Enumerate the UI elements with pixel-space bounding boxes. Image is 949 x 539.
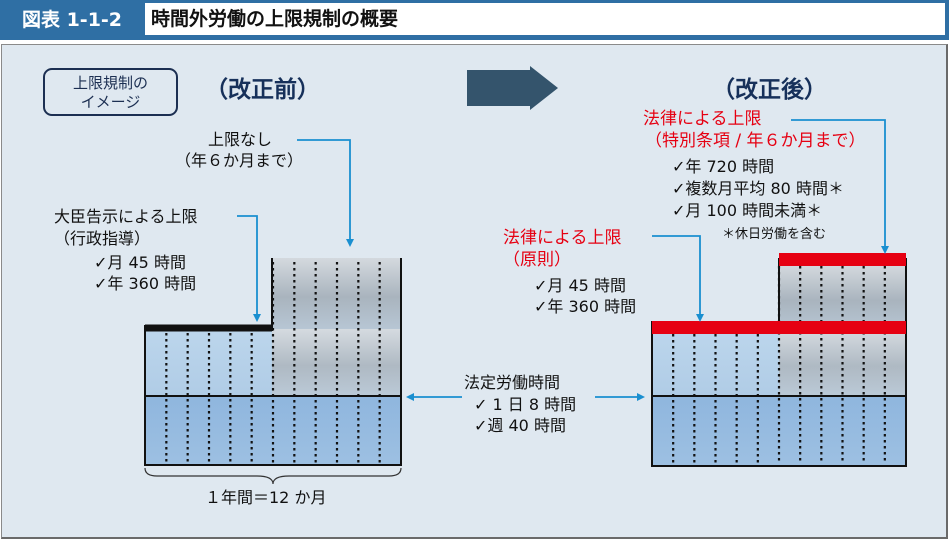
special-item-month: ✓月 100 時間未満＊: [672, 201, 823, 220]
after-chart: [651, 253, 907, 467]
principle-item-month: ✓月 45 時間: [534, 276, 626, 295]
principle-limit-label: 法律による上限: [503, 228, 622, 248]
legal-hours-day: ✓ 1 日 8 時間: [474, 395, 577, 414]
legend-line-2: イメージ: [80, 93, 141, 111]
after-heading: （改正後）: [712, 77, 827, 103]
minister-limit-label: 大臣告示による上限: [54, 207, 198, 226]
principle-item-year: ✓年 360 時間: [534, 297, 637, 316]
before-overtime-gray-lower: [272, 329, 401, 396]
legend-line-1: 上限規制の: [72, 74, 148, 92]
figure-label: 図表 1-1-2: [21, 9, 123, 31]
special-item-year: ✓年 720 時間: [672, 157, 775, 176]
arrow-special-connector: [791, 119, 889, 254]
holiday-note: ＊休日労働を含む: [722, 227, 827, 242]
year-label: １年間＝12 か月: [205, 488, 327, 507]
legal-hours-week: ✓週 40 時間: [474, 416, 566, 435]
special-limit-sub: （特別条項 / 年６か月まで）: [645, 131, 866, 151]
no-limit-sub: （年６か月まで）: [175, 151, 304, 170]
figure-header: 図表 1-1-2 時間外労働の上限規制の概要: [0, 0, 949, 40]
before-heading: （改正前）: [205, 77, 320, 103]
year-brace: [144, 467, 402, 485]
title-box: 時間外労働の上限規制の概要: [145, 3, 945, 35]
after-principle-limit-bar: [652, 321, 906, 334]
after-special-limit-bar: [779, 253, 906, 266]
special-item-avg: ✓複数月平均 80 時間＊: [672, 179, 844, 198]
arrow-minister-connector: [237, 215, 261, 322]
no-limit-label: 上限なし: [208, 130, 273, 149]
before-chart: [144, 258, 402, 485]
special-limit-label: 法律による上限: [643, 109, 762, 129]
minister-item-month: ✓月 45 時間: [94, 253, 186, 272]
minister-item-year: ✓年 360 時間: [94, 274, 197, 293]
arrow-principle-connector: [652, 235, 704, 322]
figure-title: 時間外労働の上限規制の概要: [151, 8, 399, 30]
arrow-no-limit-connector: [297, 139, 354, 247]
legend-box: 上限規制の イメージ: [43, 68, 178, 116]
big-right-arrow-icon: [467, 66, 558, 110]
legal-hours-title: 法定労働時間: [464, 373, 561, 392]
minister-limit-sub: （行政指導）: [54, 229, 151, 248]
after-principle-block: [652, 330, 779, 396]
principle-limit-sub: （原則）: [503, 250, 571, 270]
